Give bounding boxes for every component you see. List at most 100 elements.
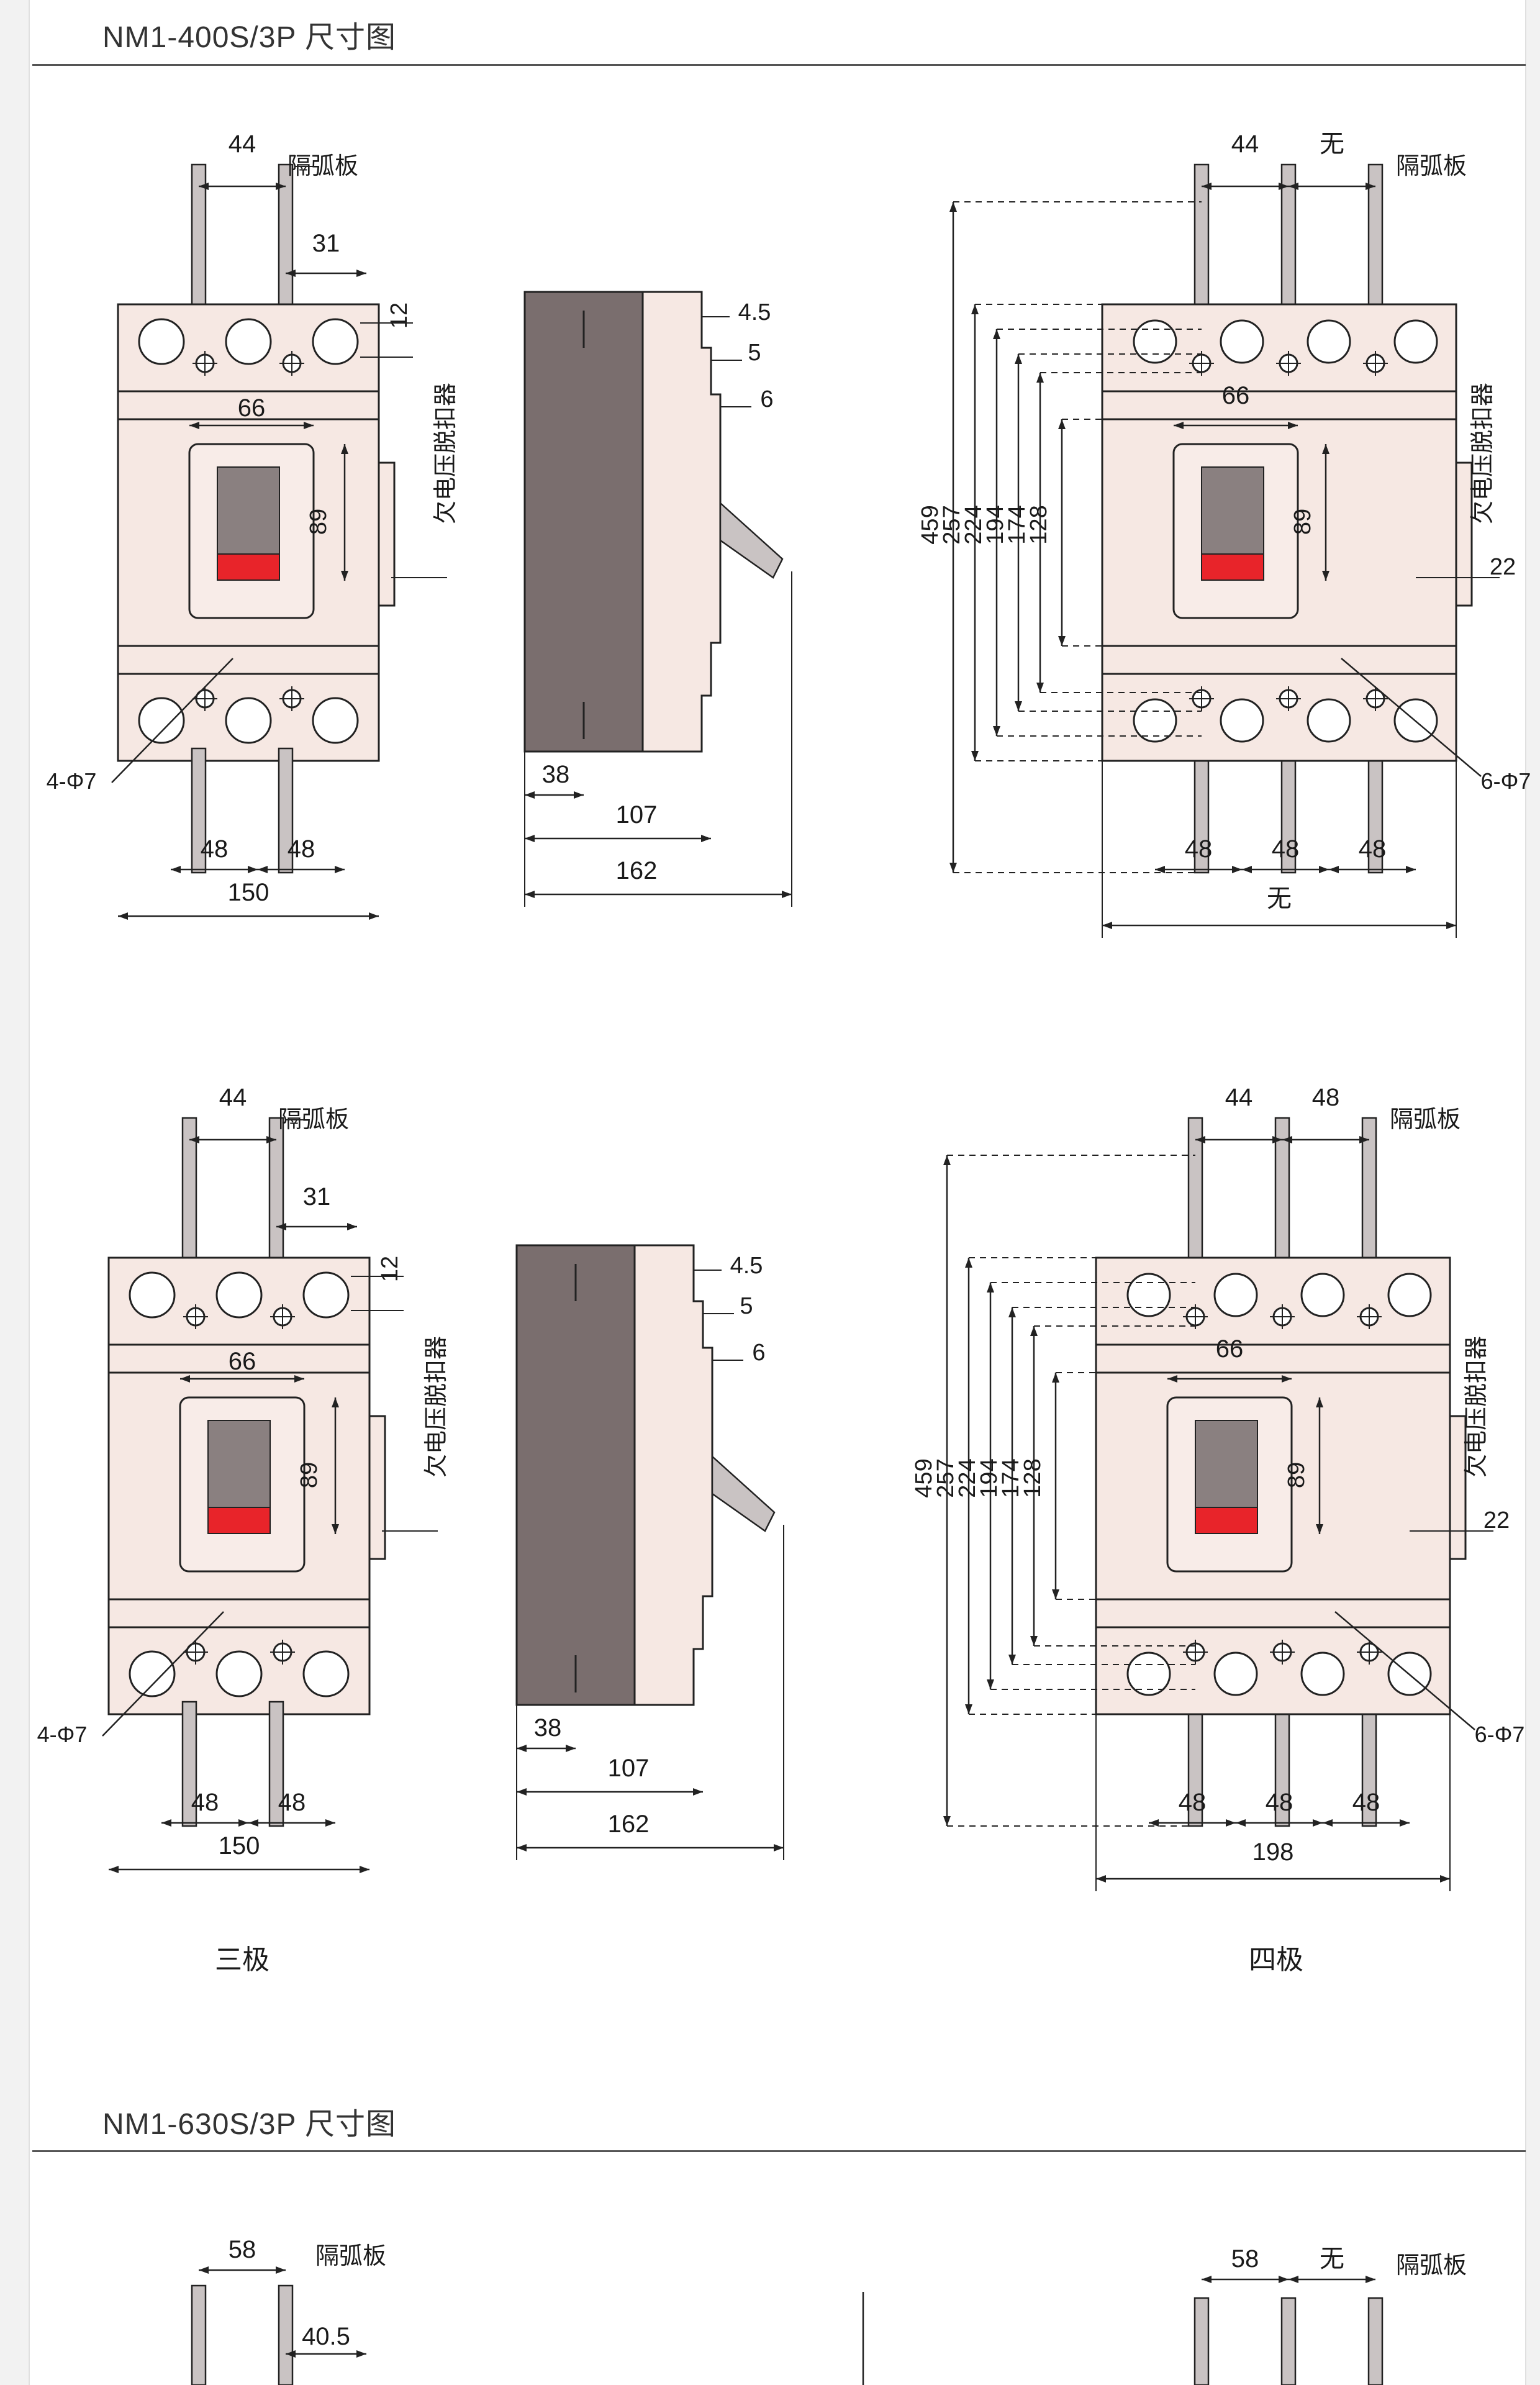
arrowhead (525, 791, 535, 799)
terminal-screw (215, 1271, 263, 1319)
dim-text-44: 44 (219, 1084, 247, 1111)
dim-text-12: 12 (377, 1256, 403, 1282)
dim-text-31: 31 (312, 230, 340, 257)
arrowhead (286, 2350, 296, 2358)
terminal-screw (1387, 1273, 1432, 1317)
arrowhead (693, 1788, 703, 1796)
arrowhead (248, 866, 258, 873)
terminal-screw (1213, 1273, 1258, 1317)
trip-indicator (1195, 1507, 1258, 1534)
arrowhead (161, 1819, 171, 1827)
arrowhead (199, 2266, 209, 2274)
dim-text-224: 224 (961, 505, 987, 544)
arrowhead (356, 2350, 366, 2358)
dim-text-107: 107 (616, 801, 658, 829)
arrowhead (276, 183, 286, 190)
dim-text-174: 174 (998, 1458, 1024, 1497)
dim-text-174: 174 (1004, 505, 1030, 544)
left-margin (0, 0, 30, 2385)
dim-text-4-5: 4.5 (738, 299, 771, 325)
terminal-screw (1300, 1273, 1345, 1317)
operating-handle (1195, 1420, 1258, 1508)
arrowhead (276, 1223, 286, 1230)
caption-four-pole: 四极 (1249, 1945, 1303, 1975)
arrowhead (332, 1524, 339, 1534)
arrowhead (949, 202, 957, 212)
leader-line (102, 1611, 224, 1737)
section-rule-400 (32, 64, 1526, 66)
terminal-screw (312, 697, 359, 744)
dim-text-89: 89 (1284, 1462, 1310, 1488)
arrowhead (993, 726, 1000, 736)
dim-text-58: 58 (229, 2236, 256, 2263)
terminal-screw (1307, 319, 1351, 364)
caption-three-pole: 三极 (215, 1945, 270, 1975)
arrowhead (1323, 1819, 1333, 1827)
undervoltage-module (1449, 1415, 1467, 1560)
terminal-screw (1300, 1651, 1345, 1696)
arrowhead (1359, 1136, 1369, 1143)
arrowhead (993, 329, 1000, 339)
dim-text-overall-width: 无 (1267, 885, 1292, 912)
arrowhead (1202, 183, 1212, 190)
busbar (268, 1701, 284, 1827)
arrowhead (1406, 866, 1416, 873)
arc-barrier-label: 隔弧板 (1396, 153, 1467, 179)
arrowhead (1052, 1373, 1059, 1383)
arrowhead (1167, 1375, 1177, 1383)
hole-spec-label: 4-Φ7 (37, 1722, 88, 1747)
dim-text-44: 44 (1225, 1084, 1253, 1111)
dim-text-22: 22 (1490, 554, 1516, 580)
dim-text-top-right: 无 (1320, 2245, 1344, 2273)
arrowhead (774, 1844, 784, 1851)
dim-text-5: 5 (748, 340, 761, 366)
arrowhead (294, 1375, 304, 1383)
terminal-screw (302, 1650, 350, 1697)
arrowhead (1036, 683, 1044, 693)
dim-text-6: 6 (752, 1340, 765, 1366)
terminal-screw (1220, 319, 1264, 364)
busbar (1194, 2297, 1210, 2385)
arrowhead (258, 866, 268, 873)
arrowhead (965, 1258, 972, 1268)
arrowhead (1282, 1375, 1292, 1383)
dim-text-48: 48 (1266, 1789, 1293, 1816)
undervoltage-label: 欠电压脱扣器 (424, 1336, 450, 1478)
arrowhead (1226, 1819, 1236, 1827)
dim-text-150: 150 (228, 879, 270, 906)
arrowhead (574, 791, 584, 799)
dim-text-459: 459 (911, 1458, 937, 1497)
arrowhead (1102, 922, 1112, 929)
busbar (1280, 2297, 1297, 2385)
arrowhead (1366, 183, 1375, 190)
hole-spec-label: 6-Φ7 (1481, 768, 1531, 794)
section-title-630: NM1-630S/3P 尺寸图 (102, 2108, 396, 2141)
arrowhead (276, 2266, 286, 2274)
arrowhead (266, 1136, 276, 1143)
undervoltage-module (368, 1415, 386, 1560)
dim-text-66: 66 (1222, 382, 1250, 409)
arrowhead (1322, 571, 1329, 581)
dim-text-107: 107 (608, 1755, 650, 1782)
terminal-screw (138, 318, 185, 365)
arrowhead (1232, 866, 1242, 873)
terminal-screw (302, 1271, 350, 1319)
terminal-screw (1213, 1651, 1258, 1696)
terminal-screw (312, 318, 359, 365)
arrowhead (1279, 183, 1289, 190)
dim-text-89: 89 (296, 1462, 322, 1488)
arrowhead (341, 571, 348, 581)
arrowhead (1289, 183, 1298, 190)
undervoltage-label: 欠电压脱扣器 (1464, 1336, 1490, 1478)
arrowhead (782, 891, 792, 898)
section-title-400: NM1-400S/3P 尺寸图 (102, 21, 396, 54)
arrowhead (1289, 2276, 1298, 2283)
arrowhead (341, 444, 348, 454)
arrowhead (1008, 1655, 1016, 1665)
trip-indicator (1201, 553, 1264, 581)
dim-text-48: 48 (1359, 835, 1387, 863)
dim-text-overall-width: 198 (1252, 1838, 1294, 1866)
dim-text-5: 5 (740, 1293, 753, 1319)
arrowhead (1052, 1589, 1059, 1599)
dim-text-38: 38 (542, 761, 570, 788)
